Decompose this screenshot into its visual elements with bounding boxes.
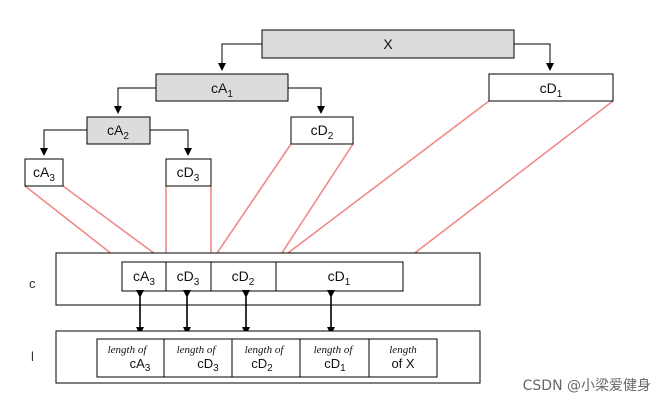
node-x-label: X xyxy=(383,36,393,52)
l-cell-top-text: length of xyxy=(245,344,286,356)
node-ca2-label: cA xyxy=(107,122,124,138)
c-cell-sub: 3 xyxy=(149,277,155,288)
node-x: X xyxy=(261,29,515,59)
svg-text:cD1: cD1 xyxy=(540,80,563,100)
node-cd1: cD1 xyxy=(488,73,614,102)
tree-connectors xyxy=(40,43,554,156)
c-cell-label: cD xyxy=(177,268,194,284)
node-cd3-label: cD xyxy=(177,164,194,180)
node-cd3: cD3 xyxy=(165,158,212,187)
l-cell xyxy=(368,338,438,378)
connector-ca2-to-cd3 xyxy=(150,129,192,156)
svg-text:of X: of X xyxy=(391,356,414,371)
map-line xyxy=(275,143,354,263)
c-cell xyxy=(275,261,404,292)
l-cell-sub: 3 xyxy=(145,363,151,374)
c-cell xyxy=(165,261,212,292)
l-cell-top-text: length of xyxy=(108,344,149,356)
svg-text:cD3: cD3 xyxy=(177,268,200,288)
svg-text:cA2: cA2 xyxy=(107,122,129,142)
l-cell xyxy=(163,338,233,378)
l-cell-sub: 1 xyxy=(340,363,346,374)
node-ca1-sub: 1 xyxy=(227,89,233,100)
map-line xyxy=(24,185,123,263)
map-line xyxy=(62,185,167,263)
svg-text:cD2: cD2 xyxy=(232,268,255,288)
c-cell-label: cD xyxy=(232,268,249,284)
c-cell xyxy=(210,261,277,292)
watermark-text: CSDN @小梁爱健身 xyxy=(523,378,651,394)
l-cell-label: of X xyxy=(391,356,414,371)
node-ca1: cA1 xyxy=(155,73,289,102)
connector-ca1-to-ca2 xyxy=(114,87,156,114)
c-cell-sub: 1 xyxy=(345,277,351,288)
svg-text:cA3: cA3 xyxy=(130,356,151,374)
map-line xyxy=(402,100,614,263)
l-cell xyxy=(96,338,165,378)
node-cd3-sub: 3 xyxy=(194,173,200,184)
node-cd1-label: cD xyxy=(540,80,557,96)
mapping-lines xyxy=(24,100,614,263)
map-line xyxy=(275,100,490,263)
node-ca2-sub: 2 xyxy=(123,131,129,142)
svg-text:cD3: cD3 xyxy=(197,356,219,374)
node-cd2: cD2 xyxy=(290,116,354,145)
l-row: l length of cA3 length of cD3 length of … xyxy=(31,330,481,384)
svg-text:cD2: cD2 xyxy=(251,356,273,374)
connector-ca1-to-cd2 xyxy=(288,87,325,114)
l-cell-label: cA xyxy=(130,356,146,371)
c-row: c cA3 cD3 cD2 cD1 xyxy=(29,252,481,306)
l-cell-sub: 3 xyxy=(213,363,219,374)
svg-text:cD3: cD3 xyxy=(177,164,200,184)
l-cell-top-text: length of xyxy=(177,344,218,356)
c-cell-sub: 3 xyxy=(194,277,200,288)
map-line xyxy=(210,143,292,263)
connector-x-to-ca1 xyxy=(218,43,262,71)
c-cell-label: cD xyxy=(328,268,345,284)
svg-text:X: X xyxy=(383,36,393,52)
l-row-label: l xyxy=(31,349,34,364)
svg-text:cA1: cA1 xyxy=(211,80,233,100)
l-cell-top-text: length xyxy=(389,344,417,356)
svg-text:cD1: cD1 xyxy=(328,268,351,288)
connector-x-to-cd1 xyxy=(514,43,554,71)
c-cell-sub: 2 xyxy=(249,277,255,288)
tree-nodes: X cA1 cD1 cA2 cD2 cA3 cD3 xyxy=(24,29,614,187)
node-ca1-label: cA xyxy=(211,80,228,96)
connector-ca2-to-ca3 xyxy=(40,129,87,156)
l-cell-label: cD xyxy=(197,356,213,371)
c-cell-label: cA xyxy=(133,268,150,284)
svg-text:cD2: cD2 xyxy=(311,122,334,142)
svg-text:cA3: cA3 xyxy=(33,164,55,184)
l-cell-sub: 2 xyxy=(267,363,273,374)
node-cd1-sub: 1 xyxy=(557,89,563,100)
node-ca2: cA2 xyxy=(86,116,151,145)
l-cell xyxy=(231,338,301,378)
node-ca3-sub: 3 xyxy=(49,173,55,184)
c-row-label: c xyxy=(29,276,36,291)
node-cd2-sub: 2 xyxy=(328,131,334,142)
node-ca3: cA3 xyxy=(24,158,64,187)
correspondence-arrows xyxy=(136,290,335,335)
node-cd2-label: cD xyxy=(311,122,328,138)
svg-text:cA3: cA3 xyxy=(133,268,155,288)
node-ca3-label: cA xyxy=(33,164,50,180)
l-cell-top-text: length of xyxy=(314,344,355,356)
l-cell-label: cD xyxy=(324,356,340,371)
l-cell-label: cD xyxy=(251,356,267,371)
svg-text:cD1: cD1 xyxy=(324,356,346,374)
